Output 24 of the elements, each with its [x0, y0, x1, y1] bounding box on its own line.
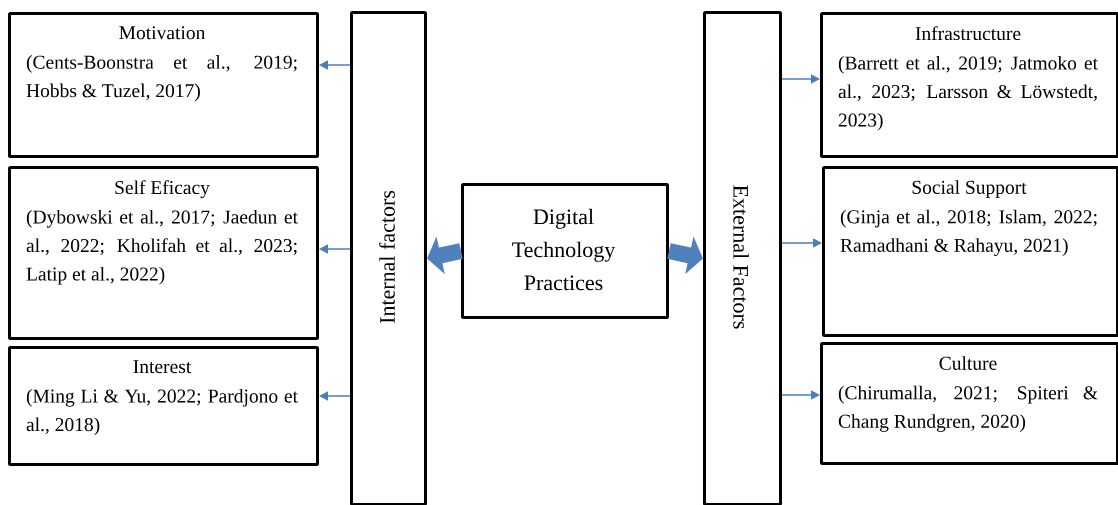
arrow: [319, 60, 351, 70]
factor-text: Motivation (Cents-Boonstra et al., 2019; Hobbs & Tuzel, 2017): [26, 26, 297, 102]
arrow: [781, 238, 822, 248]
factor-text: Interest (Ming Li & Yu, 2022; Pardjono et al., 2018): [26, 360, 298, 436]
factor-box: [822, 166, 1118, 337]
arrow: [781, 390, 820, 400]
arrow: [781, 74, 820, 84]
category-bar: [350, 11, 427, 505]
arrow: [319, 244, 351, 254]
factor-box: [820, 342, 1118, 465]
factor-text: Culture (Chirumalla, 2021; Spiteri & Chang Rundgren, 2020): [838, 356, 1098, 432]
practice-box: [461, 183, 669, 319]
factor-box: [8, 12, 319, 158]
category-label: Internal factors: [379, 190, 395, 324]
category-label: External Factors: [733, 185, 749, 329]
factor-box: [820, 12, 1118, 158]
category-bar: [703, 11, 782, 505]
practice-text: Digital Technology Practices: [512, 208, 616, 291]
factor-text: Infrastructure (Barrett et al., 2019; Jatmoko et al., 2023; Larsson & Löwstedt, 2023): [838, 26, 1098, 131]
factor-text: Social Support (Ginja et al., 2018; Islam, 2022; Ramadhani & Rahayu, 2021): [840, 180, 1097, 256]
factor-box: [8, 166, 319, 340]
factor-box: [8, 346, 319, 466]
factor-text: Self Eficacy (Dybowski et al., 2017; Jaedun et al., 2022; Kholifah et al., 2023; Latip et al., 2022): [26, 180, 298, 285]
arrow: [319, 391, 351, 401]
